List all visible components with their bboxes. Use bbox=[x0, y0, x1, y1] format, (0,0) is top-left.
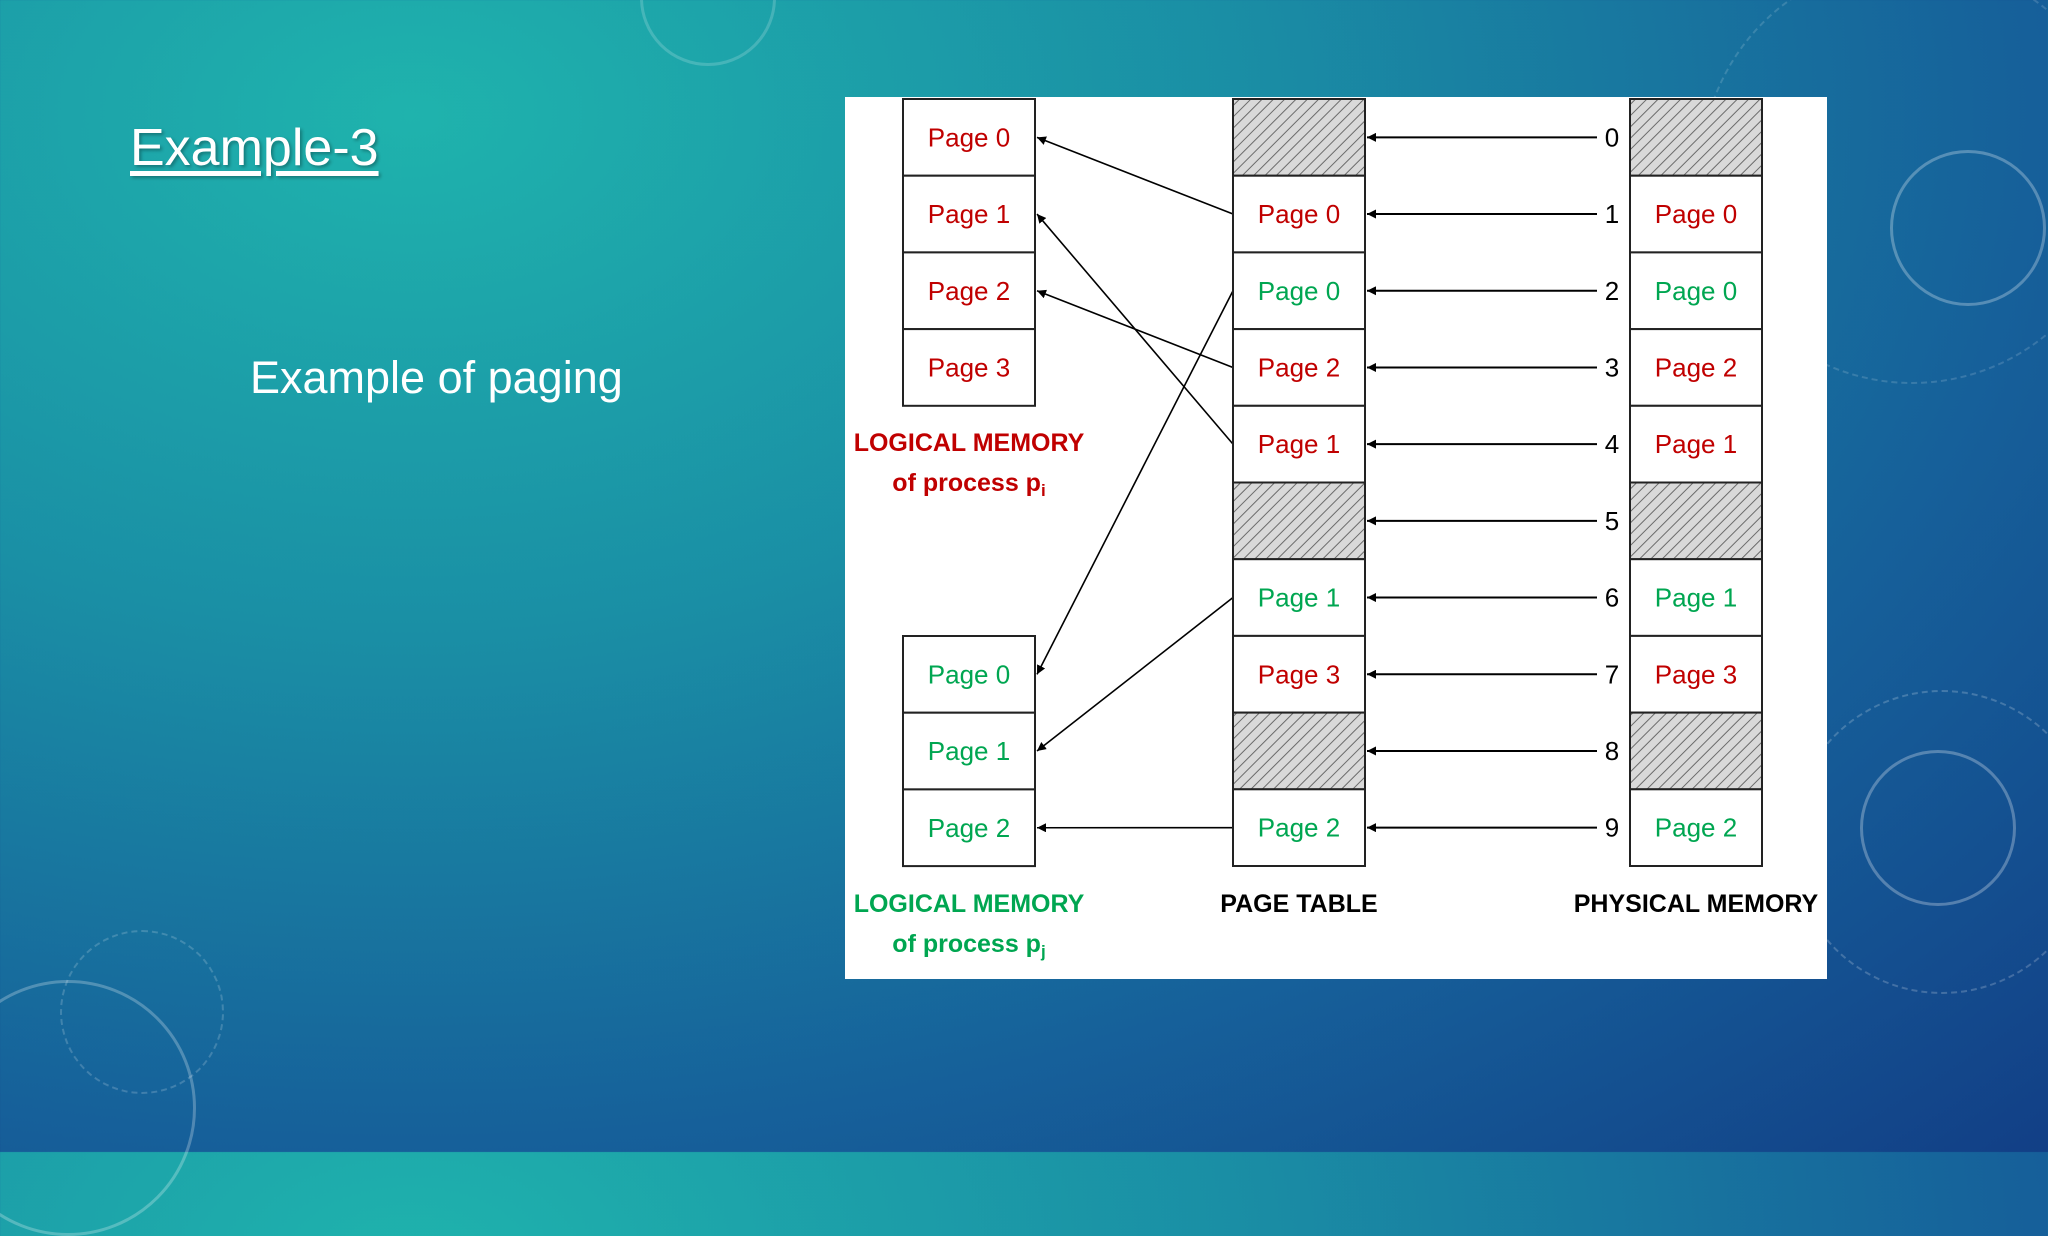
frame-number: 1 bbox=[1605, 199, 1619, 229]
physical-frame-label: Page 0 bbox=[1655, 199, 1737, 229]
frame-number: 5 bbox=[1605, 506, 1619, 536]
frame-number: 2 bbox=[1605, 276, 1619, 306]
logical-i-page-label: Page 3 bbox=[928, 352, 1010, 382]
label-text: of process p bbox=[892, 469, 1041, 497]
physical-frame-label: Page 1 bbox=[1655, 583, 1737, 613]
page-table-entry-label: Page 1 bbox=[1258, 583, 1340, 613]
decorative-circle bbox=[640, 0, 776, 66]
logical-j-page-label: Page 1 bbox=[928, 736, 1010, 766]
frame-number: 4 bbox=[1605, 429, 1619, 459]
frame-number: 3 bbox=[1605, 352, 1619, 382]
physical-frame-label: Page 0 bbox=[1655, 276, 1737, 306]
table-to-logical-arrow bbox=[1037, 137, 1233, 214]
frame-number: 7 bbox=[1605, 659, 1619, 689]
page-table-entry-empty-frame bbox=[1233, 713, 1365, 790]
logical-memory-label-line2: of process pi bbox=[892, 469, 1045, 500]
paging-diagram: Page 0 Page 1 Page 2 Page 3 Page 0 Page 1 Page… bbox=[845, 97, 1827, 979]
slide-body-text: Example of paging bbox=[250, 352, 623, 404]
page-table-entry-empty-frame bbox=[1233, 483, 1365, 560]
logical-i-page-label: Page 2 bbox=[928, 276, 1010, 306]
slide-title: Example-3 bbox=[130, 118, 379, 178]
logical-memory-i-title: LOGICAL MEMORY bbox=[854, 429, 1085, 457]
physical-frame-empty-frame bbox=[1630, 483, 1762, 560]
page-table-entry-label: Page 2 bbox=[1258, 352, 1340, 382]
logical-j-page-label: Page 2 bbox=[928, 813, 1010, 843]
physical-frame-empty-frame bbox=[1630, 99, 1762, 176]
page-table-entry-label: Page 3 bbox=[1258, 659, 1340, 689]
physical-frame-label: Page 2 bbox=[1655, 352, 1737, 382]
logical-j-page-label: Page 0 bbox=[928, 659, 1010, 689]
label-subscript: j bbox=[1040, 942, 1046, 961]
page-table-entry-label: Page 0 bbox=[1258, 276, 1340, 306]
page-table-entry-empty-frame bbox=[1233, 99, 1365, 176]
label-text: of process p bbox=[892, 930, 1041, 958]
logical-i-page-label: Page 0 bbox=[928, 122, 1010, 152]
decorative-dashed-ring bbox=[60, 930, 224, 1094]
table-to-logical-arrow bbox=[1037, 291, 1233, 675]
frame-number: 9 bbox=[1605, 813, 1619, 843]
logical-memory-j-title: LOGICAL MEMORY bbox=[854, 890, 1085, 918]
physical-frame-label: Page 3 bbox=[1655, 659, 1737, 689]
decorative-dashed-ring bbox=[1790, 690, 2048, 994]
page-table-label: PAGE TABLE bbox=[1220, 890, 1377, 918]
logical-memory-label-line2: of process pj bbox=[892, 930, 1045, 961]
table-to-logical-arrow bbox=[1037, 598, 1233, 752]
physical-frame-label: Page 2 bbox=[1655, 813, 1737, 843]
page-table-entry-label: Page 0 bbox=[1258, 199, 1340, 229]
paging-diagram-svg: Page 0 Page 1 Page 2 Page 3 Page 0 Page 1 Page… bbox=[845, 97, 1827, 979]
physical-frame-empty-frame bbox=[1630, 713, 1762, 790]
frame-number: 8 bbox=[1605, 736, 1619, 766]
physical-memory-label: PHYSICAL MEMORY bbox=[1574, 890, 1819, 918]
table-to-logical-arrow bbox=[1037, 291, 1233, 368]
page-table-entry-label: Page 1 bbox=[1258, 429, 1340, 459]
frame-number: 6 bbox=[1605, 583, 1619, 613]
label-subscript: i bbox=[1041, 481, 1046, 500]
physical-frame-label: Page 1 bbox=[1655, 429, 1737, 459]
page-table-entry-label: Page 2 bbox=[1258, 813, 1340, 843]
frame-number: 0 bbox=[1605, 122, 1619, 152]
logical-i-page-label: Page 1 bbox=[928, 199, 1010, 229]
